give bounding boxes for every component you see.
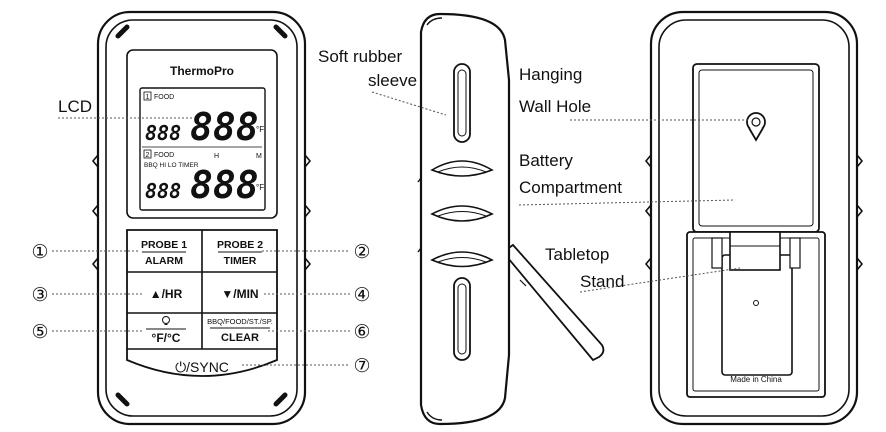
- alarm-button-bottom: ALARM: [145, 255, 183, 267]
- battery-cover: [692, 63, 820, 233]
- tabletop-label: Tabletop: [545, 245, 609, 264]
- probe2-big-digits: 888: [190, 163, 259, 207]
- callout-1: ①: [31, 242, 48, 263]
- soft-rubber-label: Soft rubber: [318, 47, 402, 66]
- lcd-probe2-row: 2 FOOD BBQ HI LO TIMER H M 888 888 °F: [143, 149, 264, 207]
- probe1-button-top: PROBE 1: [141, 239, 187, 251]
- corner-slot-bl: [115, 392, 130, 407]
- front-left-bump-3: [91, 257, 99, 271]
- probe1-tag-box: [143, 91, 152, 101]
- front-left-bump-2: [91, 204, 99, 218]
- unit-toggle-label: °F/°C: [152, 331, 181, 345]
- probe1-big-digits: 888: [190, 105, 259, 149]
- callout-3: ③: [31, 285, 48, 306]
- h-mark: H: [214, 153, 219, 160]
- probe1-tag: 1: [146, 94, 150, 101]
- stand-hinge: [729, 231, 781, 271]
- front-view: ThermoPro 1 FOOD 888 888 °F 2 FOOD BBQ H…: [31, 10, 371, 426]
- power-sync-button[interactable]: ⏻/SYNC: [175, 359, 229, 375]
- callout-4: ④: [353, 285, 370, 306]
- probe1-small-digits: 888: [145, 121, 181, 145]
- side-inner-edge: [426, 17, 443, 26]
- side-ridge-3: [430, 251, 494, 268]
- probe2-food-label: FOOD: [154, 152, 174, 159]
- stand-label: Stand: [580, 272, 624, 291]
- compartment-label: Compartment: [519, 178, 622, 197]
- tabletop-stand-leg: [501, 243, 605, 362]
- front-right-bump-3: [304, 257, 312, 271]
- callout-6: ⑥: [353, 322, 370, 343]
- brand-logo: ThermoPro: [170, 64, 234, 78]
- m-mark: M: [256, 153, 262, 160]
- stand-leader: [579, 267, 741, 293]
- callout-5: ⑤: [31, 322, 48, 343]
- probe2-timer-button[interactable]: PROBE 2 TIMER: [217, 239, 263, 267]
- probe2-tag-box: [143, 149, 152, 159]
- front-right-bump-1: [304, 154, 312, 168]
- front-right-bump-2: [304, 204, 312, 218]
- sleeve-label: sleeve: [368, 71, 417, 90]
- stand-panel: [721, 254, 793, 376]
- probe1-unit: °F: [256, 125, 264, 134]
- timer-button-bottom: TIMER: [224, 255, 257, 267]
- corner-slot-tl: [115, 24, 130, 39]
- side-bottom-edge: [426, 411, 443, 421]
- wall-hole-label: Wall Hole: [519, 97, 591, 116]
- mode-text: BBQ HI LO TIMER: [144, 162, 199, 169]
- battery-label: Battery: [519, 151, 573, 170]
- stand-screw-hole: [753, 300, 759, 306]
- back-view: Made in China Hanging Wall Hole Battery …: [518, 10, 864, 426]
- bulb-icon: [162, 316, 170, 325]
- callout-2: ②: [353, 242, 370, 263]
- sleeve-leader: [371, 91, 447, 116]
- probe2-tag: 2: [146, 152, 150, 159]
- probe2-button-top: PROBE 2: [217, 239, 263, 251]
- mode-clear-button[interactable]: BBQ/FOOD/ST./SP. CLEAR: [207, 317, 273, 344]
- corner-slot-tr: [273, 24, 288, 39]
- wall-hole-keyhole-icon: [746, 112, 766, 142]
- side-slot-top: [453, 63, 471, 143]
- unit-toggle-button[interactable]: °F/°C: [146, 316, 186, 346]
- lcd-label: LCD: [58, 97, 92, 116]
- minute-down-button[interactable]: ▼/MIN: [221, 287, 258, 301]
- side-view: Soft rubber sleeve: [318, 12, 605, 426]
- hour-up-button[interactable]: ▲/HR: [150, 287, 183, 301]
- lcd-probe1-row: 1 FOOD 888 888 °F: [143, 91, 264, 149]
- hanging-label: Hanging: [519, 65, 582, 84]
- side-slot-bottom: [453, 277, 471, 361]
- callout-7: ⑦: [353, 356, 370, 377]
- made-in-china: Made in China: [730, 375, 782, 384]
- corner-slot-br: [273, 392, 288, 407]
- battery-leader: [518, 199, 736, 206]
- side-ridge-2: [430, 205, 494, 222]
- probe2-unit: °F: [256, 183, 264, 192]
- mode-select-label: BBQ/FOOD/ST./SP.: [207, 317, 273, 326]
- probe2-small-digits: 888: [145, 179, 181, 203]
- probe1-alarm-button[interactable]: PROBE 1 ALARM: [141, 239, 187, 267]
- clear-label: CLEAR: [221, 332, 259, 344]
- button-panel: [126, 229, 278, 377]
- front-left-bump-1: [91, 154, 99, 168]
- probe1-food-label: FOOD: [154, 94, 174, 101]
- side-ridge-1: [430, 160, 494, 177]
